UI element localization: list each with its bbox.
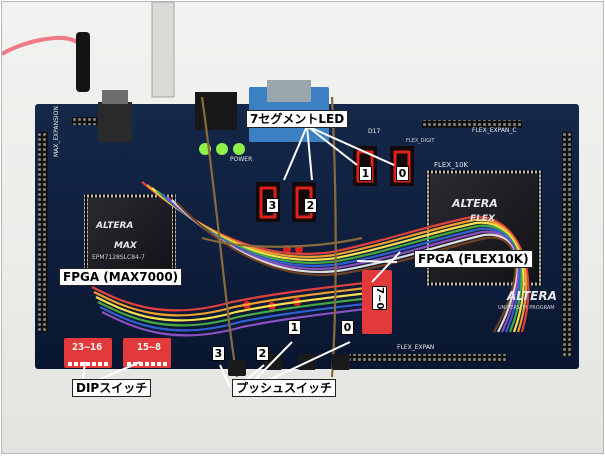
- push-num-3: 3: [212, 346, 225, 361]
- epm-part-number: EPM7128SLC84-7: [92, 254, 145, 261]
- dip-switch-23-16: [64, 338, 112, 368]
- push-num-1: 1: [288, 320, 301, 335]
- top-right-header: [422, 120, 522, 128]
- seg7-digit-0: 0: [396, 166, 409, 181]
- ribbon-cable-top: [151, 2, 175, 98]
- dip-switch-15-8: [123, 338, 171, 368]
- power-jack: [76, 32, 90, 92]
- altera-logo-right: ALTERA: [452, 197, 498, 210]
- dip-mark-7-0: 7~0: [372, 286, 387, 310]
- right-pin-header: [562, 132, 572, 357]
- max-expansion-label: MAX_EXPANSION: [53, 106, 60, 157]
- power-cable: [2, 35, 79, 56]
- seg7-digit-3: 3: [266, 198, 279, 213]
- push-num-2: 2: [256, 346, 269, 361]
- seg7-digit-2: 2: [304, 198, 317, 213]
- dip-mark-23-16: 23~16: [72, 342, 103, 353]
- flex-10k-label: FLEX_10K: [434, 161, 469, 169]
- label-dip-switch: DIPスイッチ: [72, 379, 152, 397]
- flex-logo: FLEX: [470, 214, 495, 224]
- dip-mark-15-8: 15~8: [137, 342, 162, 353]
- power-label: POWER: [230, 156, 253, 163]
- bottom-header: [347, 354, 507, 362]
- green-led-2: [216, 143, 228, 155]
- label-push-switch: プッシュスイッチ: [232, 379, 337, 397]
- rubber-bands: [200, 96, 363, 378]
- seg7-digit-1: 1: [359, 166, 372, 181]
- label-seg7-led: 7セグメントLED: [246, 110, 349, 128]
- flex-expan-label: FLEX_EXPAN: [397, 344, 435, 351]
- label-fpga-flex10k: FPGA (FLEX10K): [414, 250, 533, 268]
- regulator: [98, 102, 132, 142]
- label-fpga-max7000: FPGA (MAX7000): [59, 268, 183, 286]
- flex-digit-label: FLEX_DIGIT: [406, 138, 435, 144]
- max-logo: MAX: [114, 241, 137, 251]
- d17-label: D17: [368, 128, 381, 135]
- vga-shell: [267, 80, 311, 102]
- university-program-label: UNIVERSITY PROGRAM: [498, 305, 555, 311]
- push-num-0: 0: [341, 320, 354, 335]
- altera-logo-left: ALTERA: [96, 221, 134, 231]
- flex-expan-c-label: FLEX_EXPAN_C: [472, 127, 517, 134]
- green-led-3: [233, 143, 245, 155]
- max7000-chip: [88, 198, 172, 278]
- regulator-tab: [102, 90, 128, 104]
- left-pin-header: [38, 132, 48, 332]
- altera-logo-bottom: ALTERA: [507, 289, 557, 303]
